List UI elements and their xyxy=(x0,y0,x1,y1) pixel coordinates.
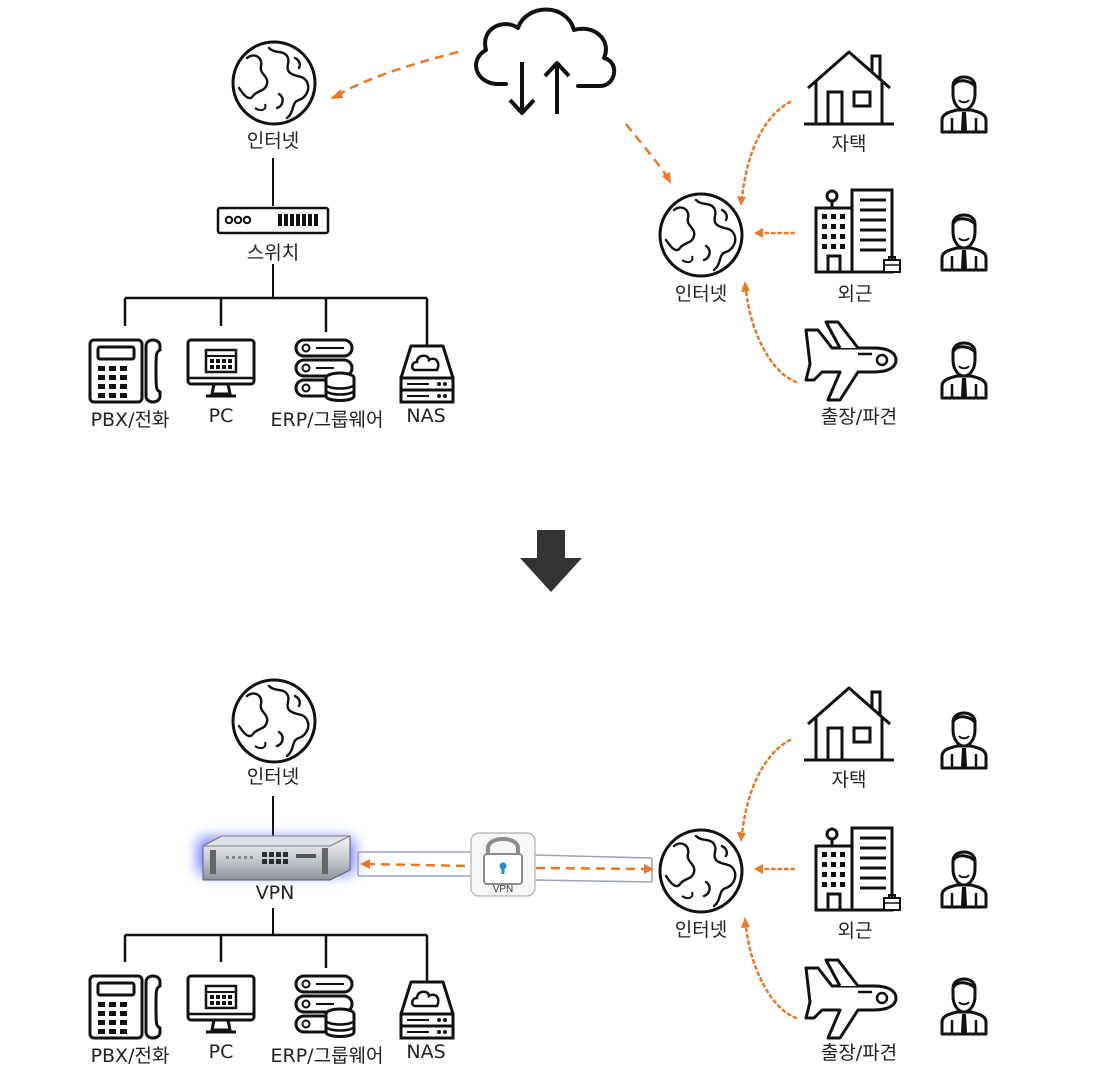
internet-label: 인터넷 xyxy=(246,130,300,152)
device-label-nas: NAS xyxy=(406,405,446,427)
airplane-icon xyxy=(804,958,898,1040)
vpn-appliance-icon xyxy=(198,835,354,881)
person-icon xyxy=(940,341,988,400)
remote-label-trip: 출장/파견 xyxy=(820,1042,898,1064)
remote-label-field: 외근 xyxy=(837,920,873,942)
nas-icon xyxy=(399,980,455,1040)
airplane-icon xyxy=(804,320,898,402)
monitor-icon xyxy=(186,974,256,1034)
internet-label: 인터넷 xyxy=(674,919,728,941)
remote-label-home: 자택 xyxy=(831,133,867,155)
phone-icon xyxy=(88,974,162,1040)
nas-icon xyxy=(399,344,455,404)
cloud-sync-icon xyxy=(474,7,616,115)
house-icon xyxy=(804,50,894,126)
phone-icon xyxy=(88,338,162,404)
remote-label-home: 자택 xyxy=(831,769,867,791)
remote-arrows xyxy=(740,100,798,384)
arrowheads xyxy=(330,89,671,184)
globe-icon xyxy=(658,828,744,914)
remote-arrows xyxy=(740,738,798,1020)
device-label-nas: NAS xyxy=(406,1041,446,1063)
person-icon xyxy=(940,850,988,909)
bottom-section xyxy=(88,678,988,1040)
switch-icon xyxy=(216,206,330,235)
device-label-erp: ERP/그룹웨어 xyxy=(270,1045,384,1067)
monitor-icon xyxy=(186,338,256,398)
server-stack-icon xyxy=(294,974,356,1038)
device-label-pbx: PBX/전화 xyxy=(90,1045,170,1067)
device-label-pc: PC xyxy=(208,1041,234,1063)
internet-label: 인터넷 xyxy=(674,283,728,305)
device-label-pbx: PBX/전화 xyxy=(90,409,170,431)
globe-icon xyxy=(231,40,317,126)
top-section xyxy=(88,7,988,404)
remote-label-field: 외근 xyxy=(837,283,873,305)
vpn-label: VPN xyxy=(255,882,295,904)
internet-label: 인터넷 xyxy=(246,766,300,788)
vpn-tunnel xyxy=(357,851,654,883)
person-icon xyxy=(940,75,988,134)
arrowheads xyxy=(737,196,763,292)
office-building-icon xyxy=(814,826,902,912)
lan-tree xyxy=(123,296,429,346)
remote-label-trip: 출장/파견 xyxy=(820,406,898,428)
globe-icon xyxy=(231,678,317,764)
device-label-erp: ERP/그룹웨어 xyxy=(270,409,384,431)
device-label-pc: PC xyxy=(208,405,234,427)
lock-icon xyxy=(470,832,536,897)
person-icon xyxy=(940,213,988,272)
server-stack-icon xyxy=(294,338,356,402)
lock-vpn-label: VPN xyxy=(492,884,514,895)
globe-icon xyxy=(658,192,744,278)
cloud-to-internet-arrows xyxy=(335,50,670,179)
lan-tree xyxy=(123,933,429,982)
down-arrow-icon xyxy=(520,530,582,592)
person-icon xyxy=(940,711,988,770)
person-icon xyxy=(940,977,988,1036)
arrowheads xyxy=(737,832,763,928)
switch-label: 스위치 xyxy=(246,242,300,264)
office-building-icon xyxy=(814,188,902,274)
house-icon xyxy=(804,686,894,762)
